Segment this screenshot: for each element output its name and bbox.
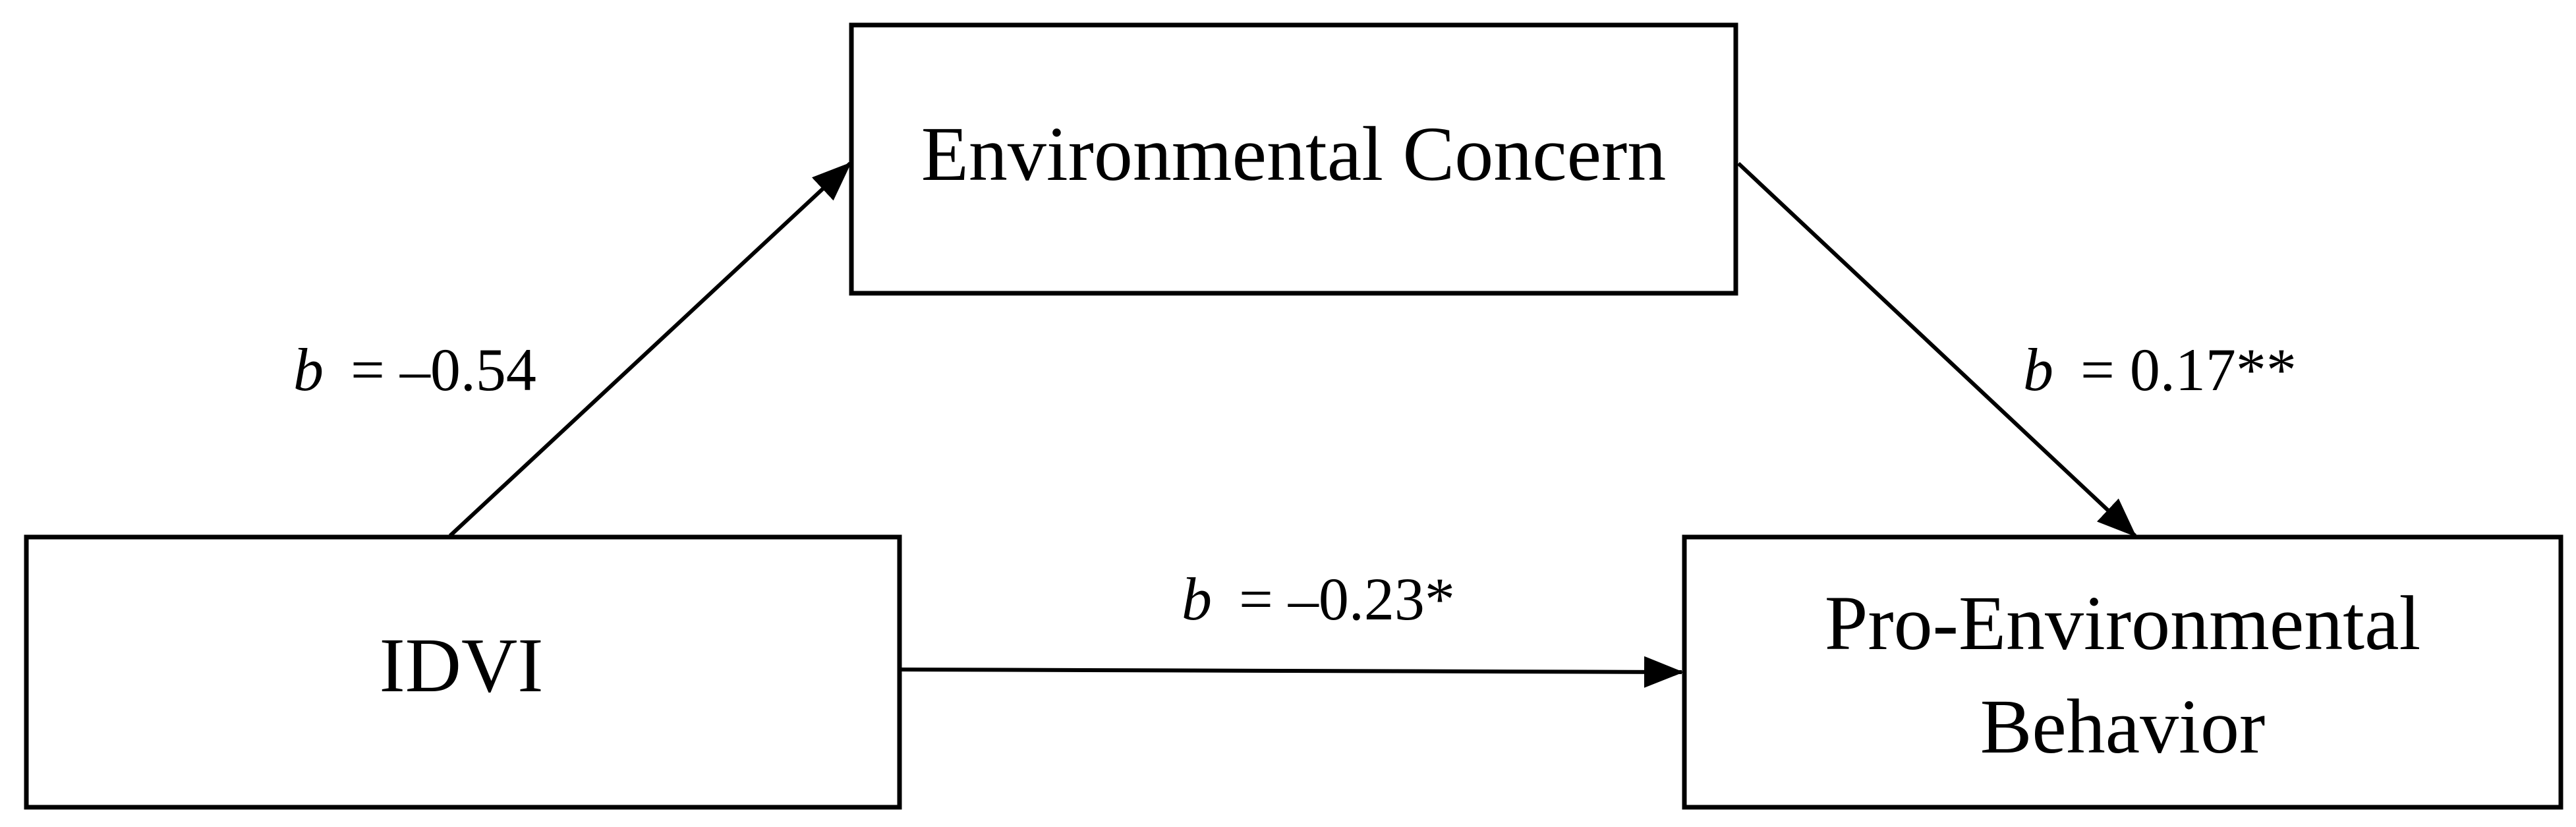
path-c-arrow: [901, 656, 1684, 688]
path-b-coefficient: b = 0.17**: [2023, 336, 2297, 403]
path-b-arrow: [1736, 161, 2137, 538]
path-a-value: = –0.54: [351, 336, 536, 403]
path-c-coefficient: b = –0.23*: [1182, 565, 1455, 633]
mediator-box: Environmental Concern: [849, 22, 1738, 296]
path-b-value: = 0.17**: [2080, 336, 2297, 403]
path-a-symbol: b: [293, 336, 324, 403]
outcome-label-line2: Behavior: [1980, 683, 2266, 770]
predictor-label: IDVI: [379, 622, 543, 708]
path-b-symbol: b: [2023, 336, 2053, 403]
mediator-label: Environmental Concern: [921, 111, 1667, 197]
outcome-label-line1: Pro-Environmental: [1825, 580, 2420, 666]
path-a-coefficient: b = –0.54: [293, 336, 536, 403]
path-a-arrow: [448, 161, 852, 538]
path-c-value: = –0.23*: [1239, 565, 1455, 633]
outcome-box: Pro-Environmental Behavior: [1682, 534, 2563, 810]
path-c-symbol: b: [1182, 565, 1212, 633]
predictor-box: IDVI: [24, 534, 902, 810]
